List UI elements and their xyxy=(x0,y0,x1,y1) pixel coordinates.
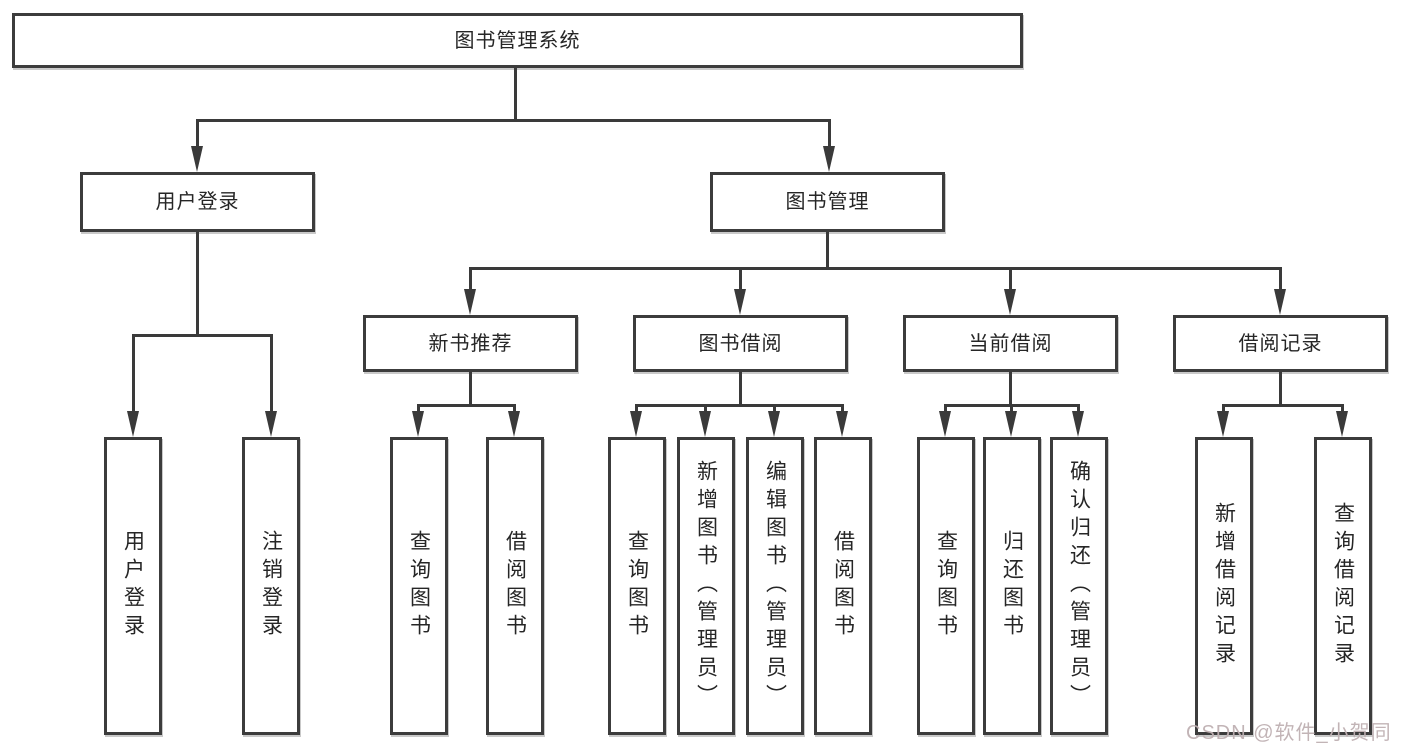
leaf-query-books-current: 查询图书 xyxy=(917,437,975,735)
leaf-edit-book-admin: 编辑图书（管理员） xyxy=(746,437,804,735)
connector-line xyxy=(826,232,829,268)
node-label: 查询图书 xyxy=(625,530,649,642)
node-user-login: 用户登录 xyxy=(80,172,315,232)
connector-line xyxy=(1222,404,1344,407)
connector-line xyxy=(132,334,273,337)
leaf-confirm-return-admin: 确认归还（管理员） xyxy=(1050,437,1108,735)
node-library-system: 图书管理系统 xyxy=(12,13,1023,68)
node-label: 确认归还（管理员） xyxy=(1067,460,1091,712)
arrow-down-icon xyxy=(265,334,277,437)
node-book-borrow: 图书借阅 xyxy=(633,315,848,372)
leaf-add-borrow-record: 新增借阅记录 xyxy=(1195,437,1253,735)
arrow-down-icon xyxy=(630,404,642,437)
node-label: 当前借阅 xyxy=(968,332,1053,355)
connector-line xyxy=(196,119,831,122)
node-label: 借阅图书 xyxy=(831,530,855,642)
leaf-logout: 注销登录 xyxy=(242,437,300,735)
arrow-down-icon xyxy=(768,404,780,437)
arrow-down-icon xyxy=(412,404,424,437)
leaf-query-books-borrow: 查询图书 xyxy=(608,437,666,735)
arrow-down-icon xyxy=(1004,267,1016,315)
node-label: 归还图书 xyxy=(1000,530,1024,642)
arrow-down-icon xyxy=(1336,404,1348,437)
connector-line xyxy=(1279,372,1282,405)
connector-line xyxy=(739,372,742,405)
arrow-down-icon xyxy=(1072,404,1084,437)
connector-line xyxy=(469,267,1282,270)
node-label: 查询借阅记录 xyxy=(1331,502,1355,670)
leaf-borrow-books-borrow: 借阅图书 xyxy=(814,437,872,735)
node-label: 编辑图书（管理员） xyxy=(763,460,787,712)
connector-line xyxy=(514,68,517,120)
arrow-down-icon xyxy=(508,404,520,437)
leaf-add-book-admin: 新增图书（管理员） xyxy=(677,437,735,735)
node-label: 新增借阅记录 xyxy=(1212,502,1236,670)
leaf-user-login: 用户登录 xyxy=(104,437,162,735)
arrow-down-icon xyxy=(699,404,711,437)
arrow-down-icon xyxy=(734,267,746,315)
node-borrow-record: 借阅记录 xyxy=(1173,315,1388,372)
connector-line xyxy=(1009,372,1012,405)
connector-line xyxy=(196,232,199,335)
arrow-down-icon xyxy=(836,404,848,437)
node-label: 查询图书 xyxy=(407,530,431,642)
arrow-down-icon xyxy=(1217,404,1229,437)
node-label: 新增图书（管理员） xyxy=(694,460,718,712)
arrow-down-icon xyxy=(127,334,139,437)
arrow-down-icon xyxy=(823,119,835,172)
arrow-down-icon xyxy=(939,404,951,437)
connector-line xyxy=(469,372,472,405)
node-label: 用户登录 xyxy=(121,530,145,642)
leaf-query-books-newbook: 查询图书 xyxy=(390,437,448,735)
leaf-query-borrow-record: 查询借阅记录 xyxy=(1314,437,1372,735)
leaf-borrow-books-newbook: 借阅图书 xyxy=(486,437,544,735)
node-label: 查询图书 xyxy=(934,530,958,642)
node-label: 借阅图书 xyxy=(503,530,527,642)
watermark: CSDN @软件_小贺同学 xyxy=(1186,722,1392,744)
connector-line xyxy=(635,404,844,407)
arrow-down-icon xyxy=(1274,267,1286,315)
node-label: 图书借阅 xyxy=(698,332,783,355)
connector-line xyxy=(417,404,516,407)
arrow-down-icon xyxy=(1005,404,1017,437)
node-label: 用户登录 xyxy=(155,191,240,213)
node-label: 图书管理 xyxy=(785,191,870,213)
node-book-management: 图书管理 xyxy=(710,172,945,232)
node-label: 图书管理系统 xyxy=(454,29,581,52)
arrow-down-icon xyxy=(464,267,476,315)
leaf-return-book: 归还图书 xyxy=(983,437,1041,735)
node-current-borrow: 当前借阅 xyxy=(903,315,1118,372)
node-new-book-recommend: 新书推荐 xyxy=(363,315,578,372)
node-label: 借阅记录 xyxy=(1238,332,1323,355)
node-label: 注销登录 xyxy=(259,530,283,642)
arrow-down-icon xyxy=(191,119,203,172)
node-label: 新书推荐 xyxy=(428,332,513,355)
